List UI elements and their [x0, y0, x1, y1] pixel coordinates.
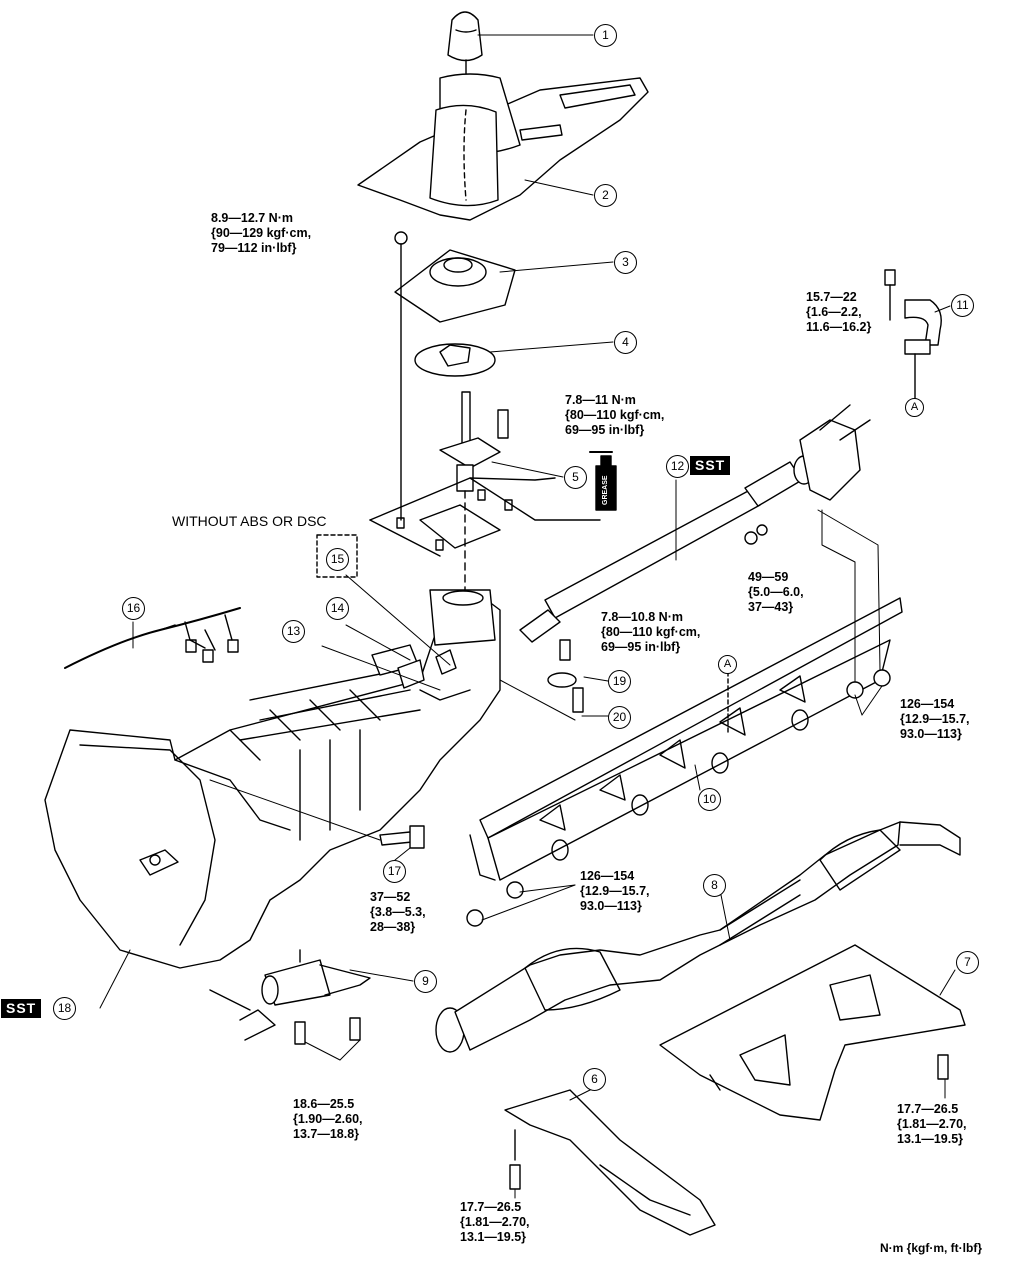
without-abs-dsc-note: WITHOUT ABS OR DSC	[172, 513, 327, 529]
callout-5: 5	[564, 466, 587, 489]
callout-10: 10	[698, 788, 721, 811]
callout-17: 17	[383, 860, 406, 883]
units-note: N·m {kgf·m, ft·lbf}	[880, 1241, 982, 1255]
grease-label: GREASE	[602, 475, 609, 505]
callout-15: 15	[326, 548, 349, 571]
callout-1: 1	[594, 24, 617, 47]
shift-boot-console	[357, 73, 649, 221]
callout-2: 2	[594, 184, 617, 207]
torque-member-brace: 17.7—26.5{1.81—2.70,13.1—19.5}	[460, 1200, 530, 1244]
member-brace	[504, 1089, 716, 1236]
callout-12: 12	[666, 455, 689, 478]
reference-letter-a-bracket: A	[905, 398, 924, 417]
callout-4: 4	[614, 331, 637, 354]
leader-lines	[99, 34, 956, 1199]
torque-tunnel-member: 17.7—26.5{1.81—2.70,13.1—19.5}	[897, 1102, 967, 1146]
grease-tube-icon	[589, 451, 617, 511]
transmission-case	[44, 589, 501, 969]
torque-frame-front: 126—154{12.9—15.7,93.0—113}	[580, 869, 650, 913]
sst-badge-propeller-shaft: SST	[690, 456, 731, 475]
callout-8: 8	[703, 874, 726, 897]
power-plant-frame	[469, 597, 903, 881]
boot-base-plate	[394, 231, 516, 521]
callout-18: 18	[53, 997, 76, 1020]
torque-propeller-shaft: 49—59{5.0—6.0,37—43}	[748, 570, 804, 614]
torque-frame-rear: 126—154{12.9—15.7,93.0—113}	[900, 697, 970, 741]
exhaust-pipe	[435, 821, 961, 1053]
clutch-release-cylinder	[209, 949, 371, 1045]
callout-9: 9	[414, 970, 437, 993]
tunnel-member	[659, 944, 966, 1121]
propeller-shaft	[519, 404, 871, 643]
torque-starter: 37—52{3.8—5.3,28—38}	[370, 890, 426, 934]
callout-3: 3	[614, 251, 637, 274]
callout-14: 14	[326, 597, 349, 620]
callout-7: 7	[956, 951, 979, 974]
callout-16: 16	[122, 597, 145, 620]
floor-panel	[369, 477, 601, 557]
torque-clutch-cylinder: 18.6—25.5{1.90—2.60,13.7—18.8}	[293, 1097, 363, 1141]
callout-6: 6	[583, 1068, 606, 1091]
insulator	[414, 343, 496, 377]
callout-20: 20	[608, 706, 631, 729]
callout-13: 13	[282, 620, 305, 643]
reference-letter-a-frame: A	[718, 655, 737, 674]
callout-11: 11	[951, 294, 974, 317]
shift-lever-assembly	[439, 391, 509, 601]
sensor-dashed-box	[316, 534, 358, 578]
torque-bracket: 15.7—22{1.6—2.2,11.6—16.2}	[806, 290, 872, 334]
torque-shift-nut: 8.9—12.7 N·m{90—129 kgf·cm,79—112 in·lbf…	[211, 211, 312, 255]
callout-19: 19	[608, 670, 631, 693]
sst-badge-transmission: SST	[1, 999, 42, 1018]
wiring-harness	[64, 607, 241, 669]
frame-bolts	[466, 509, 891, 927]
sensor-connectors	[371, 644, 457, 689]
torque-shift-lever: 7.8—11 N·m{80—110 kgf·cm,69—95 in·lbf}	[565, 393, 665, 437]
sensor-washer-bolt	[547, 639, 584, 713]
starter-bolt	[379, 825, 425, 849]
pipe-bracket	[884, 269, 942, 399]
torque-sensor: 7.8—10.8 N·m{80—110 kgf·cm,69—95 in·lbf}	[601, 610, 701, 654]
